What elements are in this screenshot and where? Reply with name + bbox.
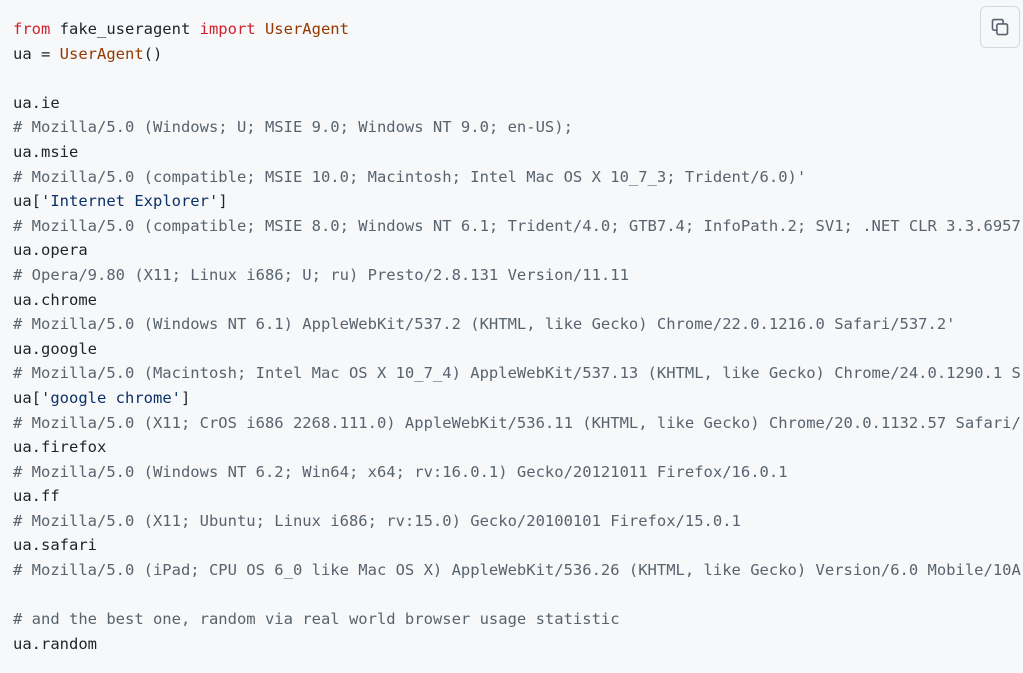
code-line-blank [13,66,1023,91]
gc-key-suffix: ] [180,388,191,407]
class-name: UserAgent [255,20,349,38]
code-line-safari: ua.safari [13,536,97,555]
code-comment-google-chrome-key: # Mozilla/5.0 (X11; CrOS i686 2268.111.0… [13,413,1021,432]
code-line-google-chrome-key: ua['google chrome'] [13,386,1023,411]
code-comment-safari: # Mozilla/5.0 (iPad; CPU OS 6_0 like Mac… [13,561,1021,580]
code-line-msie: ua.msie [13,142,79,161]
code-line-assign: ua = UserAgent() [13,42,1023,67]
code-comment-random: # and the best one, random via real worl… [13,610,620,629]
gc-key-prefix: ua[ [13,388,41,407]
code-line-blank-2 [13,583,1023,608]
code-comment-ff: # Mozilla/5.0 (X11; Ubuntu; Linux i686; … [13,511,741,530]
copy-icon [990,17,1010,37]
assign-class: UserAgent [59,44,144,63]
ie-key-suffix: ] [218,192,228,211]
code-comment-msie: # Mozilla/5.0 (compatible; MSIE 10.0; Ma… [13,167,807,186]
code-comment-chrome: # Mozilla/5.0 (Windows NT 6.1) AppleWebK… [13,315,956,334]
code-comment-google: # Mozilla/5.0 (Macintosh; Intel Mac OS X… [13,364,1021,383]
code-comment-firefox: # Mozilla/5.0 (Windows NT 6.2; Win64; x6… [13,462,788,481]
module-name: fake_useragent [50,20,200,38]
code-line-import: from fake_useragent import UserAgent [13,17,1023,42]
ie-key-string: 'Internet Explorer' [41,192,219,211]
code-line-ie-key: ua['Internet Explorer'] [13,189,1023,214]
code-line-opera: ua.opera [13,241,88,260]
keyword-import: import [199,20,256,38]
keyword-from: from [13,20,51,38]
code-line-google: ua.google [13,339,97,358]
code-line-ie: ua.ie [13,93,60,112]
assign-suffix: () [143,44,163,63]
assign-prefix: ua = [13,44,60,63]
ie-key-prefix: ua[ [13,192,41,211]
code-comment-ie-key: # Mozilla/5.0 (compatible; MSIE 8.0; Win… [13,216,1021,235]
code-line-chrome: ua.chrome [13,290,97,309]
code-comment-opera: # Opera/9.80 (X11; Linux i686; U; ru) Pr… [13,265,629,284]
code-line-ff: ua.ff [13,487,60,506]
code-line-firefox: ua.firefox [13,438,107,457]
gc-key-string: 'google chrome' [41,388,181,407]
code-comment-ie: # Mozilla/5.0 (Windows; U; MSIE 9.0; Win… [13,118,573,137]
code-line-random: ua.random [13,634,97,653]
copy-button[interactable] [980,6,1020,48]
